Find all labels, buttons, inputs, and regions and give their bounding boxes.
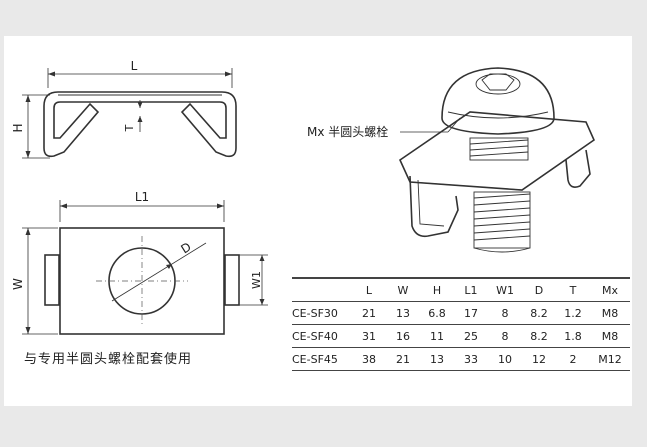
table-header-cell: D	[522, 277, 556, 302]
table-row: CE-SF40 31 16 11 25 8 8.2 1.8 M8	[292, 324, 630, 348]
table-header-cell: L1	[454, 277, 488, 302]
table-cell: 10	[488, 347, 522, 371]
table-cell: 8.2	[522, 301, 556, 325]
table-cell: 1.8	[556, 324, 590, 348]
table-cell: 1.2	[556, 301, 590, 325]
table-cell: M8	[590, 301, 630, 325]
table-cell: 8	[488, 301, 522, 325]
table-cell: 31	[352, 324, 386, 348]
table-header-cell: W1	[488, 277, 522, 302]
table-header-row: L W H L1 W1 D T Mx	[292, 277, 630, 302]
table-cell: CE-SF45	[292, 347, 352, 371]
table-header-cell: Mx	[590, 277, 630, 302]
table-row: CE-SF30 21 13 6.8 17 8 8.2 1.2 M8	[292, 301, 630, 325]
table-header-cell: H	[420, 277, 454, 302]
table-cell: 25	[454, 324, 488, 348]
dim-label-H: H	[11, 123, 25, 132]
table-cell: 13	[386, 301, 420, 325]
table-cell: 13	[420, 347, 454, 371]
dim-label-L: L	[131, 59, 138, 73]
dim-label-T: T	[123, 124, 136, 132]
table-cell: 33	[454, 347, 488, 371]
bolt-thread	[469, 137, 531, 253]
dim-label-L1: L1	[135, 190, 149, 204]
table-cell: M12	[590, 347, 630, 371]
table-cell: M8	[590, 324, 630, 348]
table-header-cell	[292, 277, 352, 302]
table-header-cell: W	[386, 277, 420, 302]
table-header-cell: T	[556, 277, 590, 302]
top-view: L1 W W1 D	[11, 190, 268, 335]
table-cell: 8.2	[522, 324, 556, 348]
usage-caption: 与专用半圆头螺栓配套使用	[24, 352, 193, 367]
side-view: L H T	[11, 59, 237, 159]
table-cell: 2	[556, 347, 590, 371]
table-cell: CE-SF40	[292, 324, 352, 348]
table-cell: 21	[386, 347, 420, 371]
table-row: CE-SF45 38 21 13 33 10 12 2 M12	[292, 347, 630, 371]
assembly-view: Mx 半圆头螺栓	[307, 67, 595, 253]
spec-table: L W H L1 W1 D T Mx CE-SF30 21 13 6.8 17 …	[292, 277, 630, 371]
table-cell: 17	[454, 301, 488, 325]
dim-label-W: W	[11, 278, 25, 290]
table-cell: 16	[386, 324, 420, 348]
dim-label-W1: W1	[250, 271, 263, 289]
table-cell: 21	[352, 301, 386, 325]
dim-label-D: D	[178, 240, 193, 257]
bolt-callout: Mx 半圆头螺栓	[307, 124, 388, 139]
table-header-cell: L	[352, 277, 386, 302]
table-cell: 12	[522, 347, 556, 371]
bolt-head	[441, 67, 555, 135]
table-cell: 11	[420, 324, 454, 348]
table-cell: CE-SF30	[292, 301, 352, 325]
table-cell: 38	[352, 347, 386, 371]
table-cell: 8	[488, 324, 522, 348]
table-cell: 6.8	[420, 301, 454, 325]
